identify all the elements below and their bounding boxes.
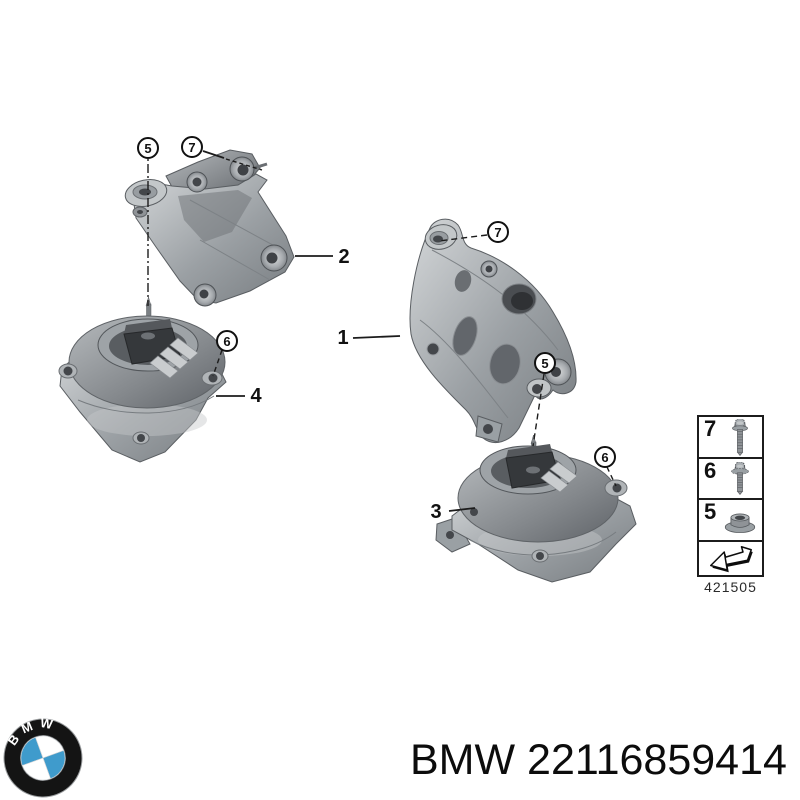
part-number-caption: BMW 22116859414 (410, 736, 787, 784)
mount-part-3 (435, 434, 637, 583)
direction-arrow-icon (710, 546, 753, 573)
flange-bolt-long-icon (732, 419, 748, 457)
leader-lines (147, 150, 617, 512)
legend-label-7: 7 (704, 416, 717, 441)
legend-row-7: 7 (699, 416, 762, 459)
callout-5-bracket-left: 5 (137, 137, 159, 159)
part-label-1: 1 (337, 327, 349, 349)
part-label-4: 4 (250, 385, 262, 407)
callout-7-bracket-right: 7 (487, 221, 509, 243)
legend-row-6: 6 (699, 458, 762, 500)
callout-7-bracket-left: 7 (181, 136, 203, 158)
legend-label-6: 6 (704, 458, 717, 483)
mount-part-4 (58, 296, 227, 463)
bracket-part-1 (409, 218, 577, 443)
legend-label-5: 5 (704, 499, 717, 524)
callout-6-mount-right: 6 (594, 446, 616, 468)
fastener-legend: 7 6 5 (697, 415, 764, 577)
bmw-logo: BMW (1, 716, 83, 798)
part-label-2: 2 (338, 246, 350, 268)
legend-row-5: 5 (699, 499, 762, 542)
callout-5-bracket-right: 5 (534, 352, 556, 374)
diagram-number: 421505 (704, 579, 757, 595)
legend-row-arrow (699, 542, 762, 575)
bracket-part-2 (124, 149, 295, 307)
flange-bolt-short-icon (731, 462, 749, 495)
callout-6-mount-left: 6 (216, 330, 238, 352)
part-label-3: 3 (430, 501, 442, 523)
flange-nut-icon (724, 513, 756, 533)
